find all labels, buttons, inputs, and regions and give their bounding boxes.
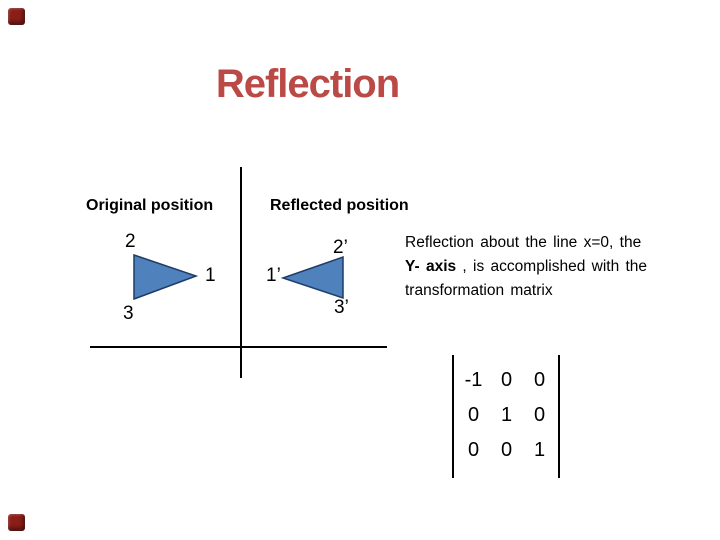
vertex-label-1: 1: [205, 265, 216, 286]
vertex-label-1-prime: 1’: [266, 265, 281, 286]
description-line-1: Reflection about the line x=0, the: [405, 234, 642, 251]
matrix-cell-r2c2: 1: [533, 439, 546, 461]
x-axis-line: [90, 346, 387, 348]
matrix-left-delimiter: [452, 355, 454, 478]
reflected-triangle-polygon: [280, 255, 344, 300]
description-line-2-rest: , is accomplished with the: [456, 258, 648, 275]
matrix-cell-r1c2: 0: [533, 404, 546, 426]
description-text: Reflection about the line x=0, the Y- ax…: [405, 231, 711, 303]
transformation-matrix: -1 0 0 0 1 0 0 0 1: [457, 363, 556, 468]
matrix-cell-r2c0: 0: [467, 439, 480, 461]
matrix-right-delimiter: [558, 355, 560, 478]
decoration-square-bottom-left: [8, 514, 25, 531]
vertex-label-3: 3: [123, 303, 134, 324]
matrix-cell-r0c1: 0: [500, 369, 513, 391]
original-triangle-polygon: [133, 253, 199, 301]
vertex-label-2-prime: 2’: [333, 237, 348, 258]
description-line-2-bold: Y- axis: [405, 258, 457, 275]
matrix-cell-r1c0: 0: [467, 404, 480, 426]
vertex-label-3-prime: 3’: [334, 297, 349, 318]
decoration-square-top-left: [8, 8, 25, 25]
label-reflected-position: Reflected position: [270, 197, 409, 214]
matrix-cell-r0c2: 0: [533, 369, 546, 391]
original-triangle-shape: [133, 253, 199, 301]
page-title: Reflection: [215, 62, 400, 106]
label-original-position: Original position: [86, 197, 214, 214]
vertex-label-2: 2: [125, 231, 136, 252]
matrix-cell-r1c1: 1: [500, 404, 513, 426]
matrix-cell-r2c1: 0: [500, 439, 513, 461]
matrix-cell-r0c0: -1: [464, 369, 483, 391]
description-line-3: transformation matrix: [405, 282, 553, 299]
reflected-triangle-shape: [280, 255, 344, 300]
y-axis-line: [240, 167, 242, 378]
